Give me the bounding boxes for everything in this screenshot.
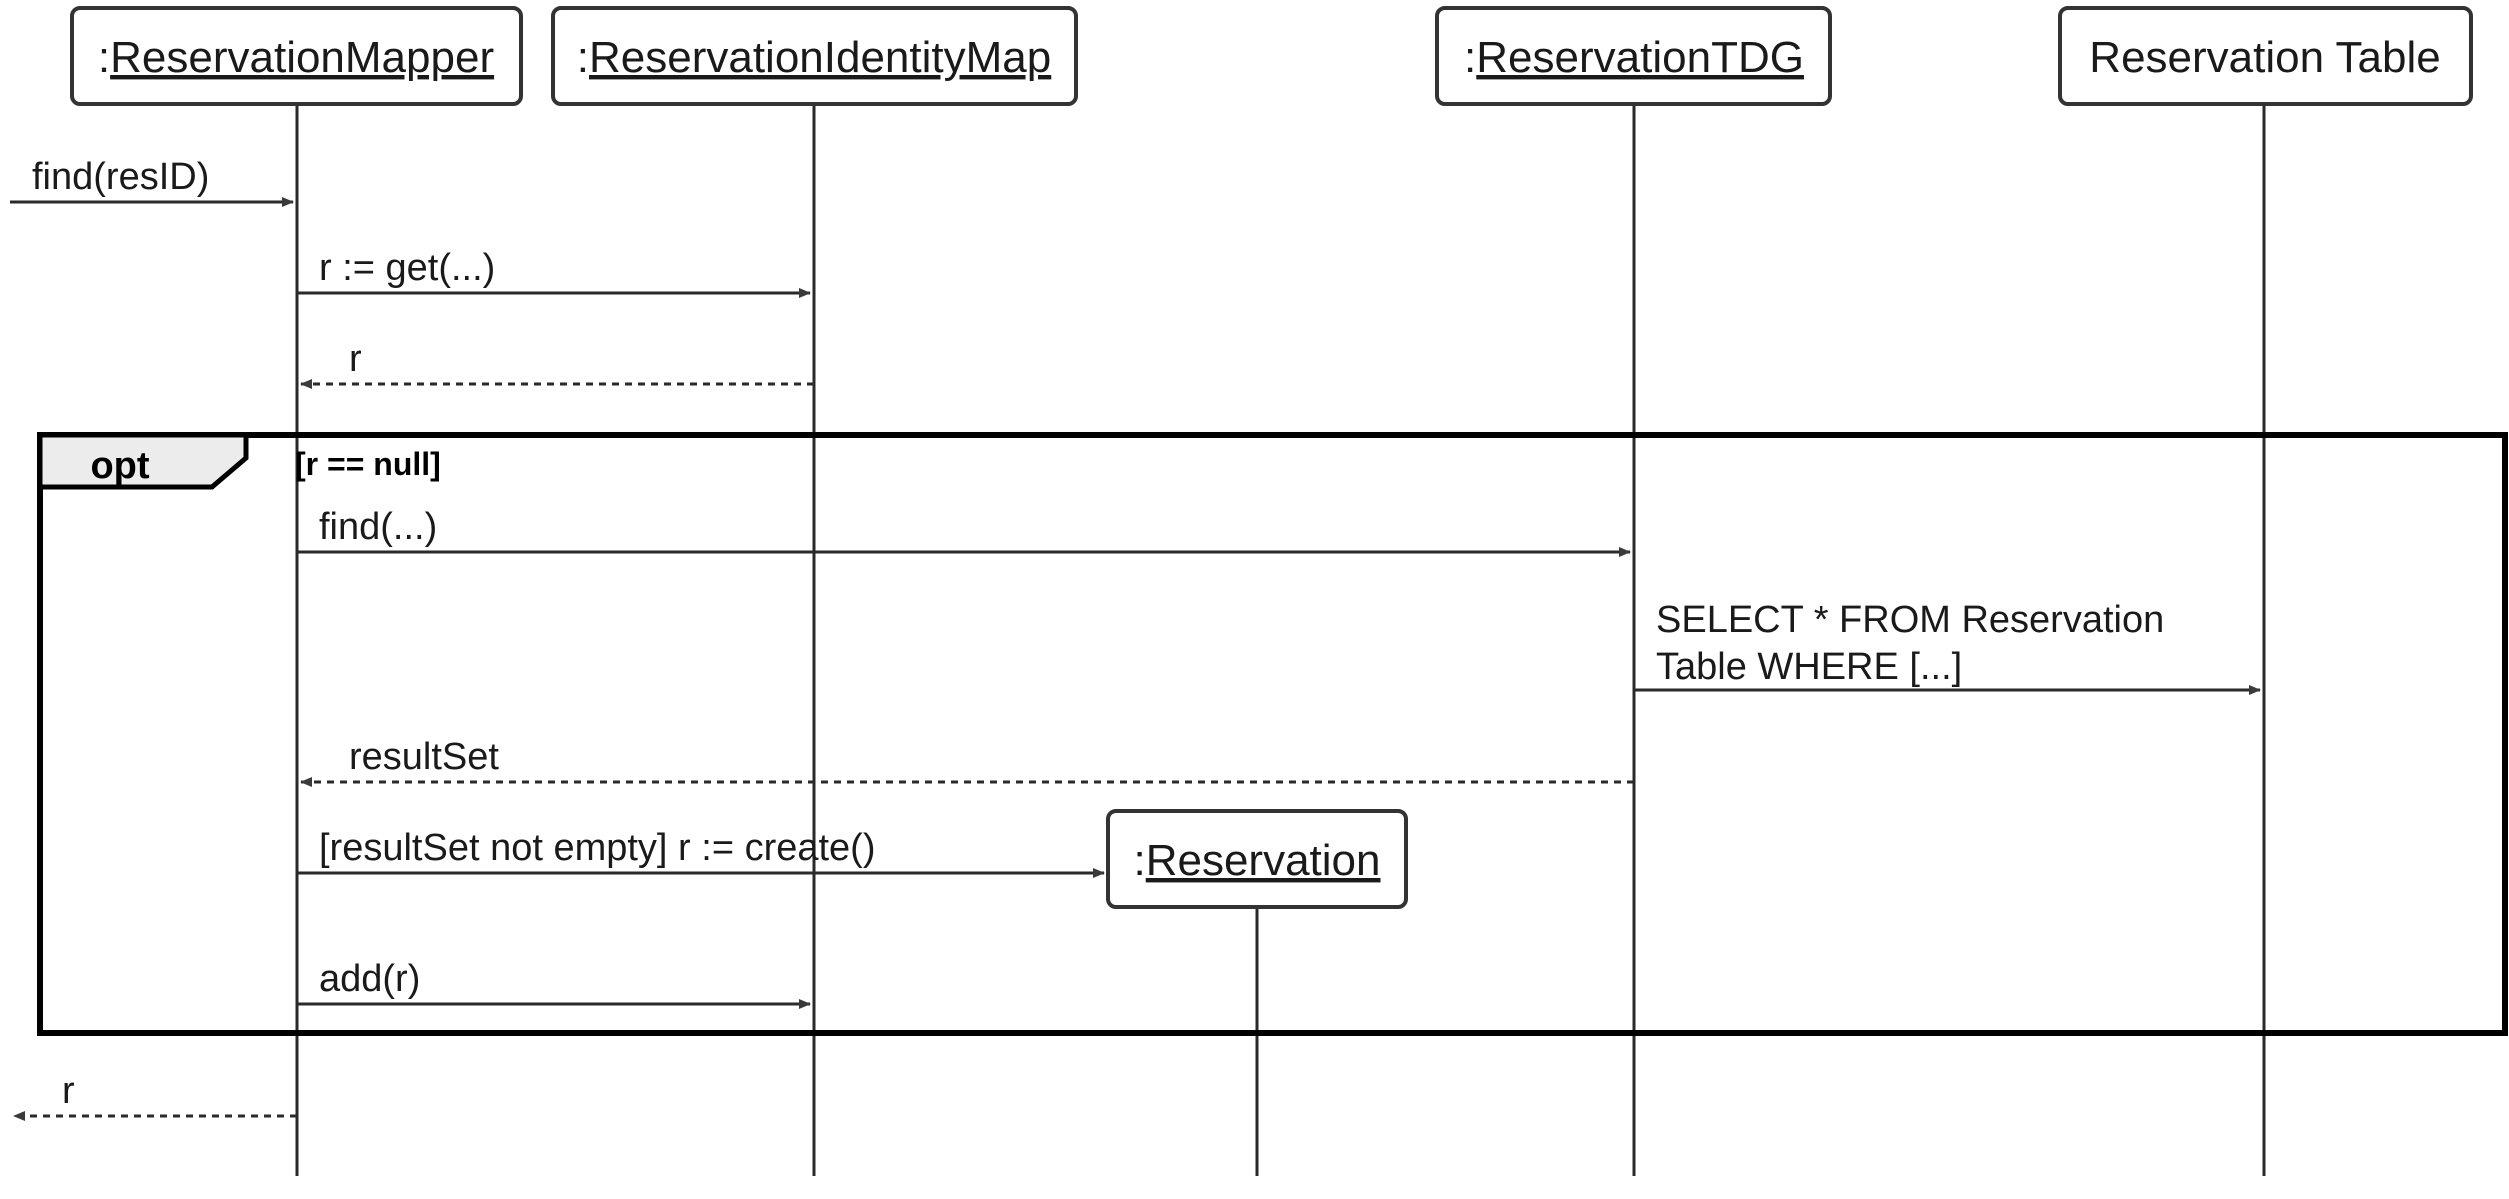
- message-label-line-2: Table WHERE [...]: [1656, 646, 1962, 688]
- message-return-r-identity: r: [300, 338, 814, 389]
- message-select: SELECT * FROM Reservation Table WHERE [.…: [1634, 599, 2261, 695]
- participant-name: ReservationMapper: [110, 33, 494, 82]
- message-find-resid: find(resID): [10, 156, 294, 207]
- participant-label: Reservation Table: [2089, 33, 2440, 82]
- participant-prefix: :: [98, 33, 110, 82]
- participant-name: ReservationTDG: [1476, 33, 1804, 82]
- messages: find(resID) r := get(...) r find(...) SE…: [10, 156, 2261, 1121]
- participant-label: :ReservationMapper: [98, 33, 494, 82]
- opt-frame: [37, 432, 2508, 1036]
- message-get: r := get(...): [297, 247, 811, 298]
- message-label: resultSet: [349, 736, 499, 778]
- participant-label: :ReservationTDG: [1464, 33, 1804, 82]
- participant-prefix: :: [1464, 33, 1476, 82]
- message-label: r: [62, 1070, 75, 1112]
- participant-reservation: :Reservation: [1106, 809, 1408, 909]
- message-return-r-final: r: [13, 1070, 297, 1121]
- opt-tab: [37, 432, 249, 490]
- message-label: r := get(...): [319, 247, 495, 289]
- message-label: [resultSet not empty] r := create(): [319, 827, 876, 869]
- participant-reservation-tdg: :ReservationTDG: [1435, 6, 1832, 106]
- opt-guard-label: [r == null]: [295, 446, 441, 482]
- message-label-line-1: SELECT * FROM Reservation: [1656, 599, 2164, 641]
- participant-name: Reservation: [1146, 836, 1381, 885]
- participant-name: Reservation Table: [2089, 33, 2440, 82]
- lifelines: [295, 105, 2266, 1176]
- message-label: find(resID): [32, 156, 209, 198]
- message-label: add(r): [319, 958, 420, 1000]
- message-create: [resultSet not empty] r := create(): [297, 827, 1105, 878]
- participant-prefix: :: [577, 33, 589, 82]
- participant-prefix: :: [1133, 836, 1145, 885]
- participant-name: ReservationIdentityMap: [589, 33, 1051, 82]
- participant-reservation-table: Reservation Table: [2058, 6, 2473, 106]
- participant-label: :ReservationIdentityMap: [577, 33, 1051, 82]
- participant-reservation-identity-map: :ReservationIdentityMap: [551, 6, 1078, 106]
- participant-label: :Reservation: [1133, 836, 1380, 885]
- message-add: add(r): [297, 958, 811, 1009]
- opt-operator-label: opt: [90, 445, 149, 487]
- message-label: find(...): [319, 506, 437, 548]
- message-find-tdg: find(...): [297, 506, 1631, 557]
- message-label: r: [349, 338, 362, 380]
- message-resultset: resultSet: [300, 736, 1634, 787]
- participant-reservation-mapper: :ReservationMapper: [70, 6, 523, 106]
- opt-fragment: opt [r == null]: [37, 432, 2508, 1036]
